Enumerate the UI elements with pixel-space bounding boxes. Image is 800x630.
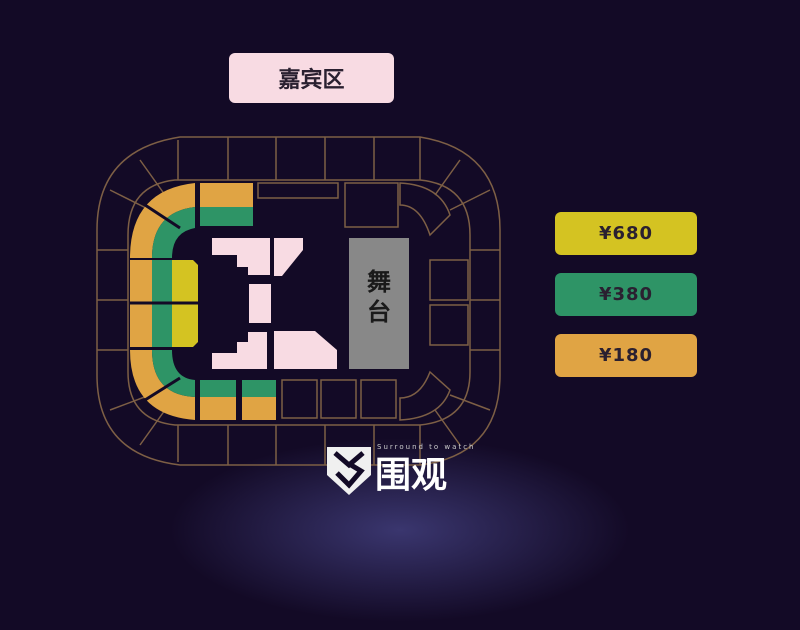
seat-map: 舞台 xyxy=(96,136,501,466)
section-380[interactable] xyxy=(152,207,195,258)
logo-subtitle: Surround to watch xyxy=(377,443,476,451)
section-bottom-box[interactable] xyxy=(281,379,318,419)
section-380[interactable] xyxy=(242,380,276,397)
section-180[interactable] xyxy=(242,397,276,420)
section-380[interactable] xyxy=(200,207,253,226)
price-180-button[interactable]: ¥180 xyxy=(555,334,697,377)
section-divider xyxy=(130,203,198,402)
vip-section[interactable] xyxy=(212,332,267,369)
section-180[interactable] xyxy=(200,397,236,420)
section-180[interactable] xyxy=(130,350,195,420)
outer-spokes xyxy=(97,137,500,465)
logo-shield-icon xyxy=(327,447,371,495)
vip-section[interactable] xyxy=(249,284,271,323)
price-380-button[interactable]: ¥380 xyxy=(555,273,697,316)
section-right[interactable] xyxy=(429,304,469,346)
section-right-corner[interactable] xyxy=(399,182,451,237)
section-180[interactable] xyxy=(130,183,195,258)
section-180[interactable] xyxy=(200,183,253,207)
vip-section[interactable] xyxy=(274,331,337,369)
vip-area-button[interactable]: 嘉宾区 xyxy=(229,53,394,103)
logo: Surround to watch 围观 xyxy=(325,443,480,503)
vip-floor xyxy=(212,238,337,369)
section-380[interactable] xyxy=(200,380,236,397)
price-680-button[interactable]: ¥680 xyxy=(555,212,697,255)
section-bottom-box[interactable] xyxy=(320,379,357,419)
section-bottom-box[interactable] xyxy=(360,379,397,419)
section-380[interactable] xyxy=(152,350,195,397)
stage-label: 舞台 xyxy=(367,268,391,326)
vip-section[interactable] xyxy=(212,238,270,275)
section-top-strip[interactable] xyxy=(257,182,339,199)
section-right-corner[interactable] xyxy=(399,370,451,421)
priced-sections xyxy=(130,183,276,420)
outer-sections xyxy=(96,136,501,466)
stage xyxy=(349,238,409,369)
vip-section[interactable] xyxy=(274,238,303,276)
section-top-box[interactable] xyxy=(344,182,399,228)
logo-name: 围观 xyxy=(375,455,448,496)
section-right[interactable] xyxy=(429,259,469,301)
